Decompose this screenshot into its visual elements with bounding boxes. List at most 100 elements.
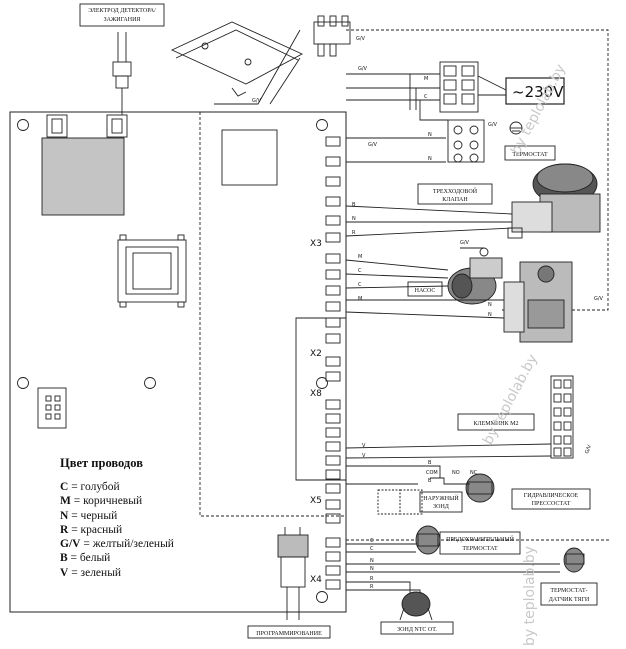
external-probe-connector [377,489,423,515]
thermostat-box [504,145,556,161]
connector-x3: X3 [310,239,322,249]
wire-code: G/V [584,444,593,455]
connector-x5: X5 [310,496,322,506]
dashed-boundary [199,112,346,517]
ground-bracket [170,21,304,97]
wire-code: V [362,443,366,449]
wire-code: C [370,546,374,552]
ext-probe-label-box [419,491,463,513]
wire-code: C [358,268,362,274]
wire-code: NO [452,470,460,476]
valve-label-line2: КЛАПАН [442,197,468,203]
board-hole [316,377,328,389]
wire-code: G/V [488,122,498,128]
wire-code: M [358,254,362,260]
wire-code: R [370,576,374,582]
terminal-m2-label-box [457,413,535,431]
wire-code: G/V [368,142,378,148]
wire-code: M [358,296,362,302]
pump-label: НАСОС [415,288,436,294]
wire-code: G/V [252,98,262,104]
wire-code: M [424,76,428,82]
safety-label-box [439,531,521,555]
pump [447,247,503,305]
board-hole [17,119,29,131]
pressure-label-box [511,488,591,510]
ignition-transformer [41,137,125,216]
legend-item: M = коричневый [60,495,143,508]
wire-code: B [428,478,432,484]
safety-label-line1: ПРЕДОХРАНИТЕЛЬНЫЙ [446,535,515,543]
pressure-label-line2: ПРЕССОСТАТ [532,501,571,507]
wire-code: COM [426,470,438,476]
programming-jumper [277,527,309,620]
wire-code: C [370,538,374,544]
programming-label-box [247,625,331,639]
ext-probe-label-line2: ЗОНД [433,504,449,510]
voltage-box [505,77,565,105]
ntc-label-box [380,621,454,635]
valve-label-box [417,183,493,205]
legend-item: N = черный [60,509,118,522]
legend-item: B = белый [60,552,111,565]
wire-code: B [352,202,356,208]
electrode-label-box [79,3,165,27]
power-wires [346,73,448,163]
legend-item: V = зеленый [60,566,122,579]
pump-label-box [407,281,443,297]
board-hole [316,119,328,131]
valve-wires [345,205,513,237]
legend-item: C = голубой [60,481,120,493]
electrode-label-line1: ЭЛЕКТРОД ДЕТЕКТОРА/ [88,8,156,14]
wire-code: C [358,282,362,288]
power-transformer [117,239,187,303]
terminal-m2-label: КЛЕММНИК М2 [474,421,519,427]
board-hole [316,591,328,603]
spade-connector [313,15,351,57]
wire-code: R [370,584,374,590]
connector-x4: X4 [310,575,322,585]
gas-valve [503,261,573,343]
gas-valve-wires [295,299,505,481]
voltage-label: ~230V [512,83,564,101]
wire-code: N [488,312,492,318]
board-hole [17,377,29,389]
ext-probe-label-line1: НАРУЖНЫЙ [423,494,459,502]
pressure-switch-wires [346,465,470,485]
connector-strip [325,136,341,590]
wire-code: N [370,558,374,564]
electrode [112,32,132,115]
wire-code: G/V [594,296,604,302]
m2-wires [345,443,552,459]
terminal-m2 [550,375,574,459]
service-connector [37,387,67,429]
three-way-valve [507,163,601,239]
programming-label: ПРОГРАММИРОВАНИЕ [256,631,322,637]
relay [221,129,278,186]
pump-wires [345,247,484,289]
gv-wire [214,29,301,105]
legend-title: Цвет проводов [60,456,143,470]
valve-label-line1: ТРЕХХОДОВОЙ [433,187,478,195]
terminal-block [439,61,485,163]
wire-color-legend: C = голубой M = коричневый N = черный R … [60,480,174,580]
wire-code: G/V [356,36,366,42]
pressure-label-line1: ГИДРАВЛИЧЕСКОЕ [524,493,579,499]
wire-code: G/V [460,240,470,246]
board-hole [144,377,156,389]
legend-item: G/V = желтый/зеленый [60,538,174,551]
wire-code: R [352,230,356,236]
legend-item: R = красный [60,523,123,536]
connector-x8: X8 [310,389,322,399]
safety-thermostat [415,525,441,555]
wire-code: B [428,460,432,466]
wire-code: C [424,94,428,100]
safety-label-line2: ТЕРМОСТАТ [462,546,498,552]
connector-x2: X2 [310,349,322,359]
watermark: by teplolab.by [522,545,538,646]
wire-code: G/V [358,66,368,72]
flue-label-line2: ДАТЧИК ТЯГИ [549,597,590,603]
wire-code: NC [470,470,478,476]
flue-label-line1: ТЕРМОСТАТ- [550,588,587,594]
